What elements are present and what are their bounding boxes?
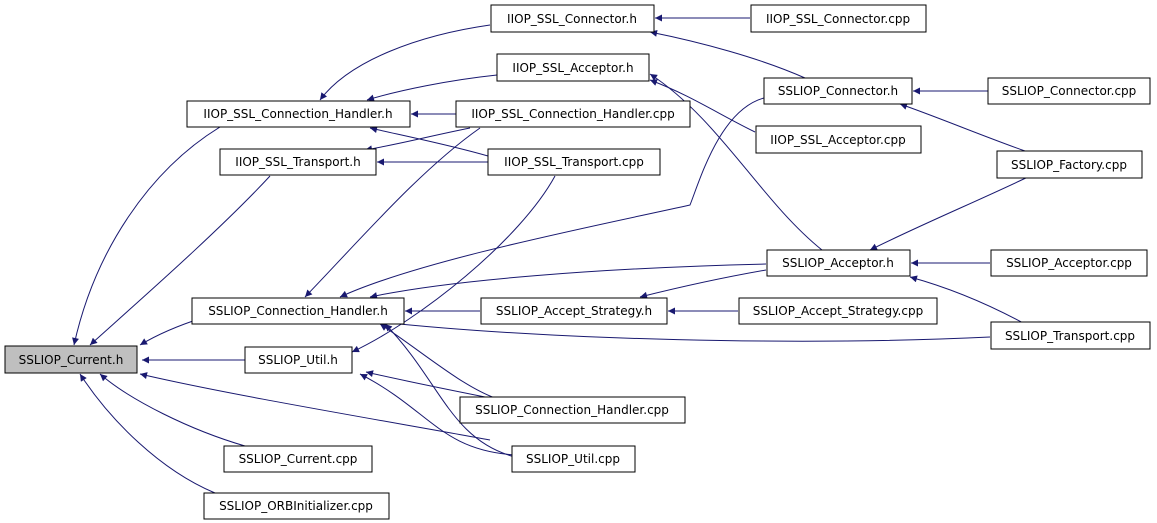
edge <box>649 79 756 133</box>
edge <box>909 275 1026 325</box>
edge <box>365 370 491 399</box>
edges <box>72 14 1031 494</box>
node-iiop-ssl-transport-cpp[interactable]: IIOP_SSL_Transport.cpp <box>487 148 661 176</box>
node-ssliop-orbinitializer-cpp[interactable]: SSLIOP_ORBInitializer.cpp <box>203 492 390 520</box>
svg-text:SSLIOP_Connection_Handler.cpp: SSLIOP_Connection_Handler.cpp <box>475 403 669 417</box>
edge <box>339 97 765 298</box>
edge <box>304 127 481 298</box>
edge <box>139 372 491 441</box>
node-iiop-ssl-acceptor-cpp[interactable]: IIOP_SSL_Acceptor.cpp <box>755 125 922 154</box>
svg-text:SSLIOP_Acceptor.h: SSLIOP_Acceptor.h <box>782 256 894 270</box>
edge <box>366 74 498 102</box>
node-iiop-ssl-connector-h[interactable]: IIOP_SSL_Connector.h <box>490 4 655 33</box>
svg-text:SSLIOP_Current.h: SSLIOP_Current.h <box>19 353 124 367</box>
svg-text:SSLIOP_Current.cpp: SSLIOP_Current.cpp <box>239 452 358 466</box>
svg-text:IIOP_SSL_Connection_Handler.cp: IIOP_SSL_Connection_Handler.cpp <box>471 107 674 121</box>
node-ssliop-factory-cpp[interactable]: SSLIOP_Factory.cpp <box>996 150 1143 179</box>
edge <box>72 126 221 346</box>
node-iiop-ssl-transport-h[interactable]: IIOP_SSL_Transport.h <box>219 148 377 176</box>
node-ssliop-connection-handler-cpp[interactable]: SSLIOP_Connection_Handler.cpp <box>459 396 686 424</box>
edge <box>99 373 246 447</box>
edge <box>369 263 767 299</box>
svg-text:IIOP_SSL_Acceptor.cpp: IIOP_SSL_Acceptor.cpp <box>770 133 905 147</box>
node-ssliop-connector-h[interactable]: SSLIOP_Connector.h <box>763 77 913 105</box>
node-ssliop-accept-strategy-h[interactable]: SSLIOP_Accept_Strategy.h <box>480 297 668 325</box>
svg-text:SSLIOP_Acceptor.cpp: SSLIOP_Acceptor.cpp <box>1006 256 1132 270</box>
svg-text:SSLIOP_Util.h: SSLIOP_Util.h <box>258 353 338 367</box>
node-ssliop-current-cpp[interactable]: SSLIOP_Current.cpp <box>223 445 373 473</box>
svg-text:IIOP_SSL_Connector.h: IIOP_SSL_Connector.h <box>507 12 637 26</box>
node-ssliop-accept-strategy-cpp[interactable]: SSLIOP_Accept_Strategy.cpp <box>738 297 938 325</box>
svg-text:SSLIOP_Util.cpp: SSLIOP_Util.cpp <box>526 452 620 466</box>
node-ssliop-connector-cpp[interactable]: SSLIOP_Connector.cpp <box>987 77 1151 105</box>
edge <box>89 175 271 346</box>
svg-text:SSLIOP_Transport.cpp: SSLIOP_Transport.cpp <box>1005 329 1135 343</box>
node-ssliop-acceptor-h[interactable]: SSLIOP_Acceptor.h <box>766 249 911 277</box>
edge <box>79 373 216 494</box>
node-ssliop-util-cpp[interactable]: SSLIOP_Util.cpp <box>511 445 636 473</box>
edge <box>384 323 516 458</box>
edge <box>899 103 1026 152</box>
node-ssliop-current-h[interactable]: SSLIOP_Current.h <box>4 345 138 374</box>
node-ssliop-transport-cpp[interactable]: SSLIOP_Transport.cpp <box>990 321 1151 350</box>
node-iiop-ssl-connection-handler-cpp[interactable]: IIOP_SSL_Connection_Handler.cpp <box>455 100 691 128</box>
edge <box>869 175 1031 251</box>
svg-text:SSLIOP_ORBInitializer.cpp: SSLIOP_ORBInitializer.cpp <box>219 499 373 513</box>
svg-text:SSLIOP_Factory.cpp: SSLIOP_Factory.cpp <box>1011 158 1127 172</box>
svg-text:IIOP_SSL_Connector.cpp: IIOP_SSL_Connector.cpp <box>766 12 910 26</box>
edge <box>379 319 991 342</box>
edge <box>351 175 556 353</box>
edge <box>369 126 489 157</box>
node-iiop-ssl-connector-cpp[interactable]: IIOP_SSL_Connector.cpp <box>750 4 927 33</box>
edge <box>359 373 516 456</box>
edge <box>364 127 471 153</box>
svg-text:SSLIOP_Connector.cpp: SSLIOP_Connector.cpp <box>1002 84 1137 98</box>
svg-text:IIOP_SSL_Connection_Handler.h: IIOP_SSL_Connection_Handler.h <box>203 107 392 121</box>
node-ssliop-acceptor-cpp[interactable]: SSLIOP_Acceptor.cpp <box>990 249 1148 277</box>
svg-text:SSLIOP_Connector.h: SSLIOP_Connector.h <box>778 84 898 98</box>
node-iiop-ssl-connection-handler-h[interactable]: IIOP_SSL_Connection_Handler.h <box>186 100 411 128</box>
svg-text:SSLIOP_Accept_Strategy.cpp: SSLIOP_Accept_Strategy.cpp <box>753 304 923 318</box>
svg-text:SSLIOP_Connection_Handler.h: SSLIOP_Connection_Handler.h <box>208 304 388 318</box>
edge <box>649 73 823 251</box>
svg-text:SSLIOP_Accept_Strategy.h: SSLIOP_Accept_Strategy.h <box>496 304 652 318</box>
svg-text:IIOP_SSL_Transport.h: IIOP_SSL_Transport.h <box>235 155 360 169</box>
svg-text:IIOP_SSL_Transport.cpp: IIOP_SSL_Transport.cpp <box>504 155 644 169</box>
node-ssliop-util-h[interactable]: SSLIOP_Util.h <box>244 346 353 374</box>
edge <box>649 29 806 79</box>
edge <box>639 269 767 299</box>
edge <box>319 24 491 101</box>
node-ssliop-connection-handler-h[interactable]: SSLIOP_Connection_Handler.h <box>191 297 405 325</box>
svg-text:IIOP_SSL_Acceptor.h: IIOP_SSL_Acceptor.h <box>512 61 633 75</box>
node-iiop-ssl-acceptor-h[interactable]: IIOP_SSL_Acceptor.h <box>496 53 650 82</box>
